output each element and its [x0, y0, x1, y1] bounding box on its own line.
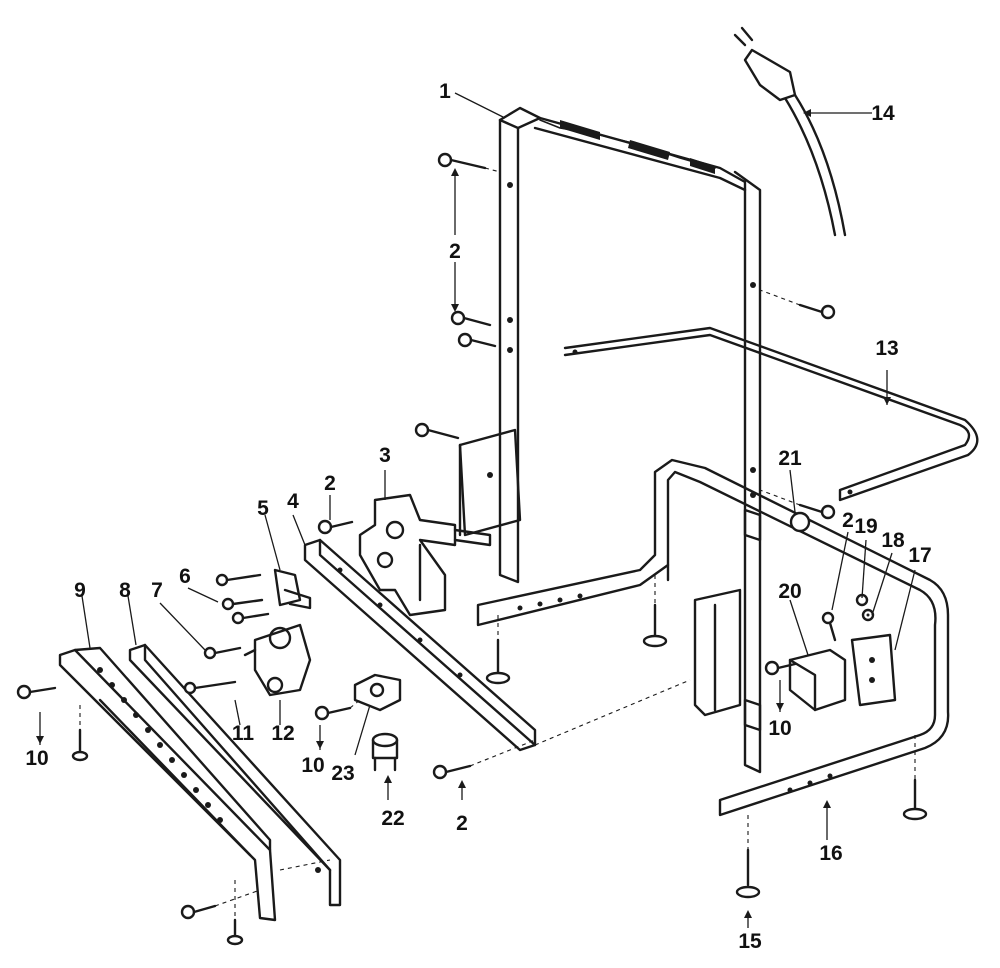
- callout-15: 15: [738, 930, 762, 953]
- narrow-bracket: [128, 643, 342, 907]
- knob: [789, 511, 811, 533]
- callout-18: 18: [881, 529, 905, 552]
- callout-4: 4: [287, 490, 299, 513]
- callout-2: 2: [324, 472, 336, 495]
- alignment-lines: [79, 167, 916, 920]
- screw: [450, 310, 492, 327]
- arrowheads: [36, 109, 891, 918]
- callout-1: 1: [439, 80, 451, 103]
- water-valve: [358, 493, 492, 617]
- screw: [414, 422, 460, 440]
- screw: [221, 597, 264, 611]
- callout-8: 8: [119, 579, 131, 602]
- screw: [432, 764, 472, 780]
- screw: [314, 705, 352, 721]
- washer: [861, 608, 875, 622]
- callout-23: 23: [331, 762, 354, 785]
- leveling-foot: [71, 728, 89, 762]
- callout-5: 5: [257, 497, 269, 520]
- screw: [457, 332, 497, 348]
- screw: [317, 519, 354, 535]
- callout-20: 20: [778, 580, 801, 603]
- thermostat: [371, 732, 399, 772]
- power-cord: [733, 26, 847, 237]
- screw: [798, 303, 836, 320]
- callout-14: 14: [871, 102, 895, 125]
- callout-7: 7: [151, 579, 163, 602]
- screw: [798, 503, 836, 520]
- callout-10: 10: [768, 717, 791, 740]
- side-rail: [563, 326, 979, 502]
- leveling-foot: [735, 848, 761, 899]
- callout-22: 22: [381, 807, 404, 830]
- callout-13: 13: [875, 337, 898, 360]
- callout-16: 16: [819, 842, 842, 865]
- screw: [16, 684, 57, 700]
- callout-10: 10: [25, 747, 48, 770]
- callout-2: 2: [842, 509, 854, 532]
- interlock-switch: [243, 623, 312, 697]
- callout-21: 21: [778, 447, 802, 470]
- main-frame: [498, 106, 762, 774]
- screw: [437, 152, 487, 170]
- callout-10: 10: [301, 754, 324, 777]
- leveling-foot: [902, 778, 928, 821]
- panel-holes: [97, 667, 223, 823]
- callout-17: 17: [908, 544, 931, 567]
- screw: [183, 680, 237, 695]
- screw: [215, 573, 262, 587]
- screw: [764, 660, 797, 676]
- screw: [231, 611, 270, 625]
- leveling-foot: [485, 638, 511, 685]
- callout-2: 2: [449, 240, 461, 263]
- leveling-feet: [71, 603, 928, 946]
- screw: [180, 904, 217, 920]
- callout-19: 19: [854, 515, 877, 538]
- side-plate: [693, 588, 742, 717]
- screw: [203, 646, 242, 660]
- clip: [353, 673, 402, 712]
- screw: [821, 611, 837, 642]
- door-switch: [273, 568, 312, 610]
- callout-12: 12: [271, 722, 294, 745]
- base-rail: [476, 458, 950, 817]
- valve-bracket: [458, 428, 522, 537]
- small-bracket: [788, 648, 847, 712]
- callout-6: 6: [179, 565, 191, 588]
- callouts: 1 2 2 2 2 2 3 4 5 6 7 8 9 10 10 10 11 12…: [25, 80, 931, 953]
- callout-11: 11: [232, 722, 255, 745]
- leader-lines: [39, 92, 916, 928]
- perforated-panel: [58, 646, 277, 922]
- leveling-foot: [642, 603, 668, 648]
- callout-9: 9: [74, 579, 86, 602]
- callout-2: 2: [456, 812, 468, 835]
- callout-3: 3: [379, 444, 391, 467]
- leveling-foot: [226, 918, 244, 946]
- hinge-plate: [850, 633, 897, 707]
